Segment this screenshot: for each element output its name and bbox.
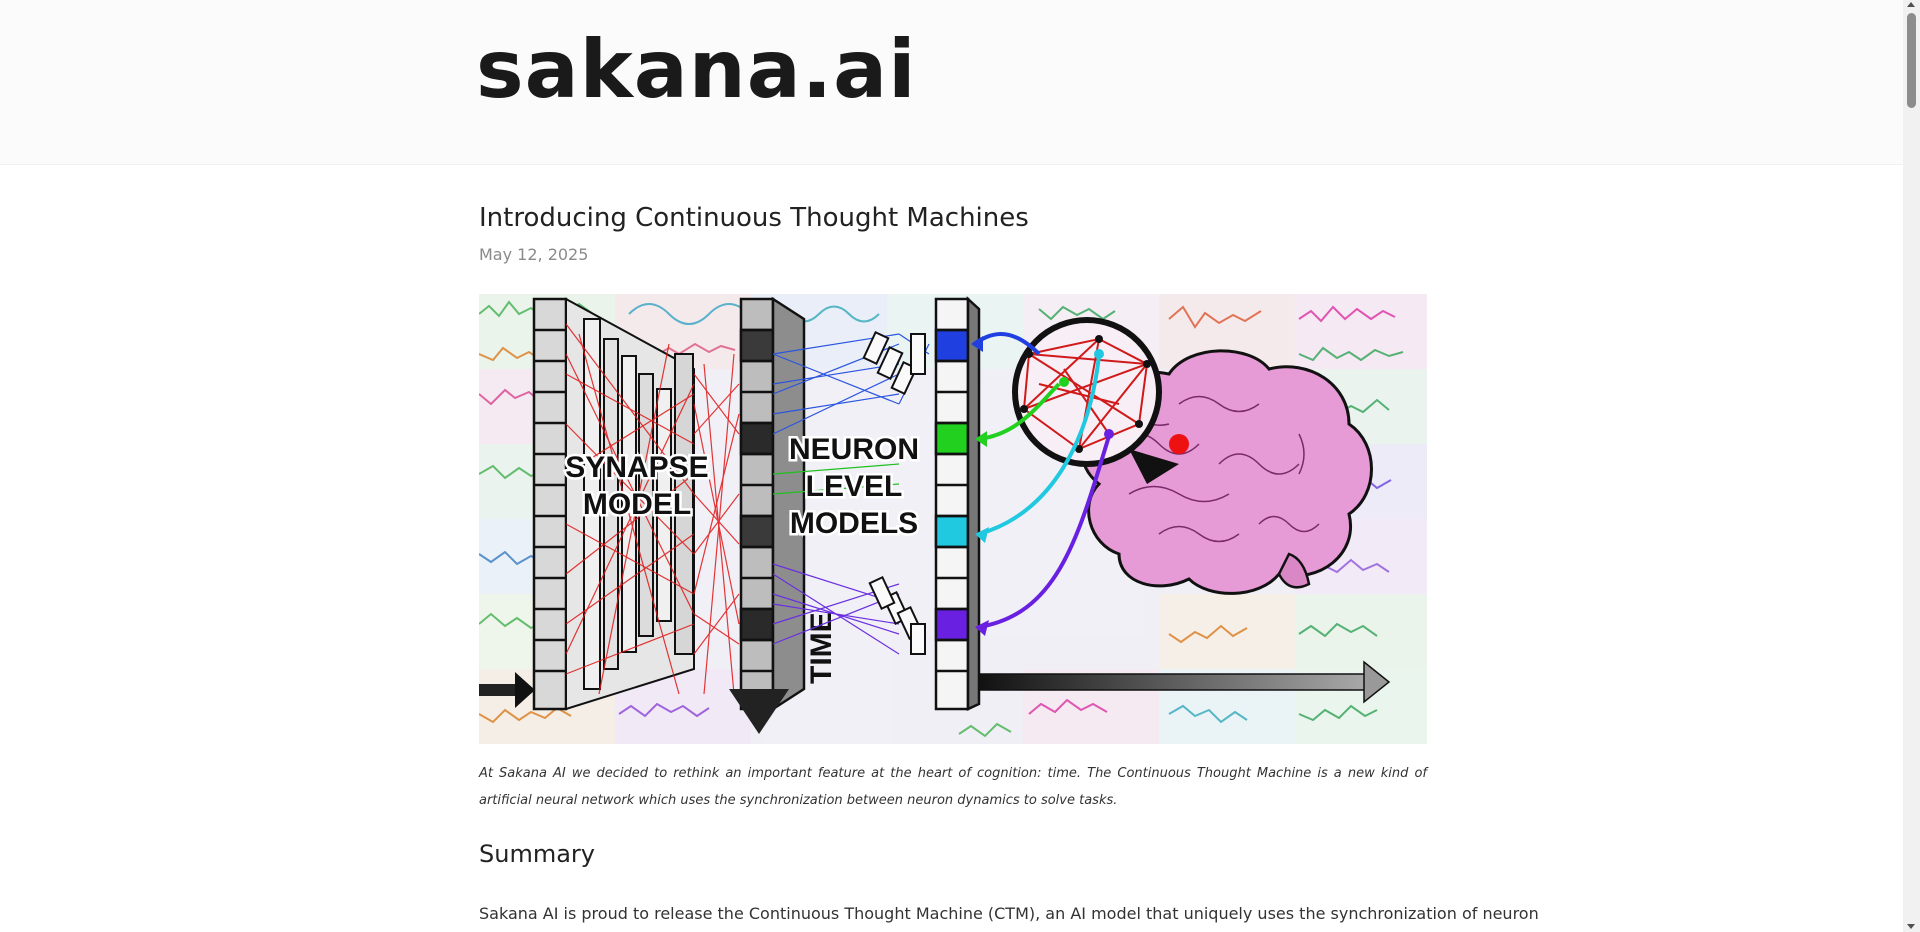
input-arrow (479, 672, 535, 708)
post-title: Introducing Continuous Thought Machines (479, 203, 1029, 233)
hero-illustration: SYNAPSE MODEL (479, 294, 1427, 744)
synapse-label: SYNAPSE MODEL (563, 449, 711, 524)
neuron-label-line2: LEVEL (806, 470, 903, 503)
scroll-up-arrow-icon[interactable] (1907, 2, 1915, 7)
site-logo[interactable]: sakana.ai (476, 23, 917, 116)
output-arrow (978, 660, 1391, 704)
summary-paragraph: Sakana AI is proud to release the Contin… (479, 904, 1539, 923)
synapse-label-line2: MODEL (583, 488, 691, 521)
state-column (739, 296, 806, 712)
scroll-down-arrow-icon[interactable] (1907, 924, 1915, 929)
post-activation-column (934, 296, 981, 711)
vertical-scrollbar[interactable] (1903, 0, 1920, 932)
time-label: TIME (805, 612, 838, 684)
neuron-label-line3: MODELS (790, 507, 918, 540)
hero-caption: At Sakana AI we decided to rethink an im… (479, 766, 1427, 808)
synapse-connections (565, 323, 740, 695)
scrollbar-thumb[interactable] (1907, 13, 1916, 108)
sync-arrows (971, 332, 1111, 636)
synapse-label-line1: SYNAPSE (565, 451, 708, 484)
article: Introducing Continuous Thought Machines … (479, 200, 1539, 932)
neuron-model-stacks (862, 331, 926, 655)
neuron-label: NEURON LEVEL MODELS (786, 431, 921, 543)
site-header: sakana.ai (0, 0, 1903, 165)
input-column (532, 297, 568, 711)
neuron-graph (1012, 317, 1189, 484)
ctm-diagram: SYNAPSE MODEL (479, 294, 1427, 744)
summary-heading: Summary (479, 840, 595, 868)
post-date: May 12, 2025 (479, 245, 589, 264)
neuron-label-line1: NEURON (789, 433, 919, 466)
time-arrow: TIME (729, 612, 838, 734)
